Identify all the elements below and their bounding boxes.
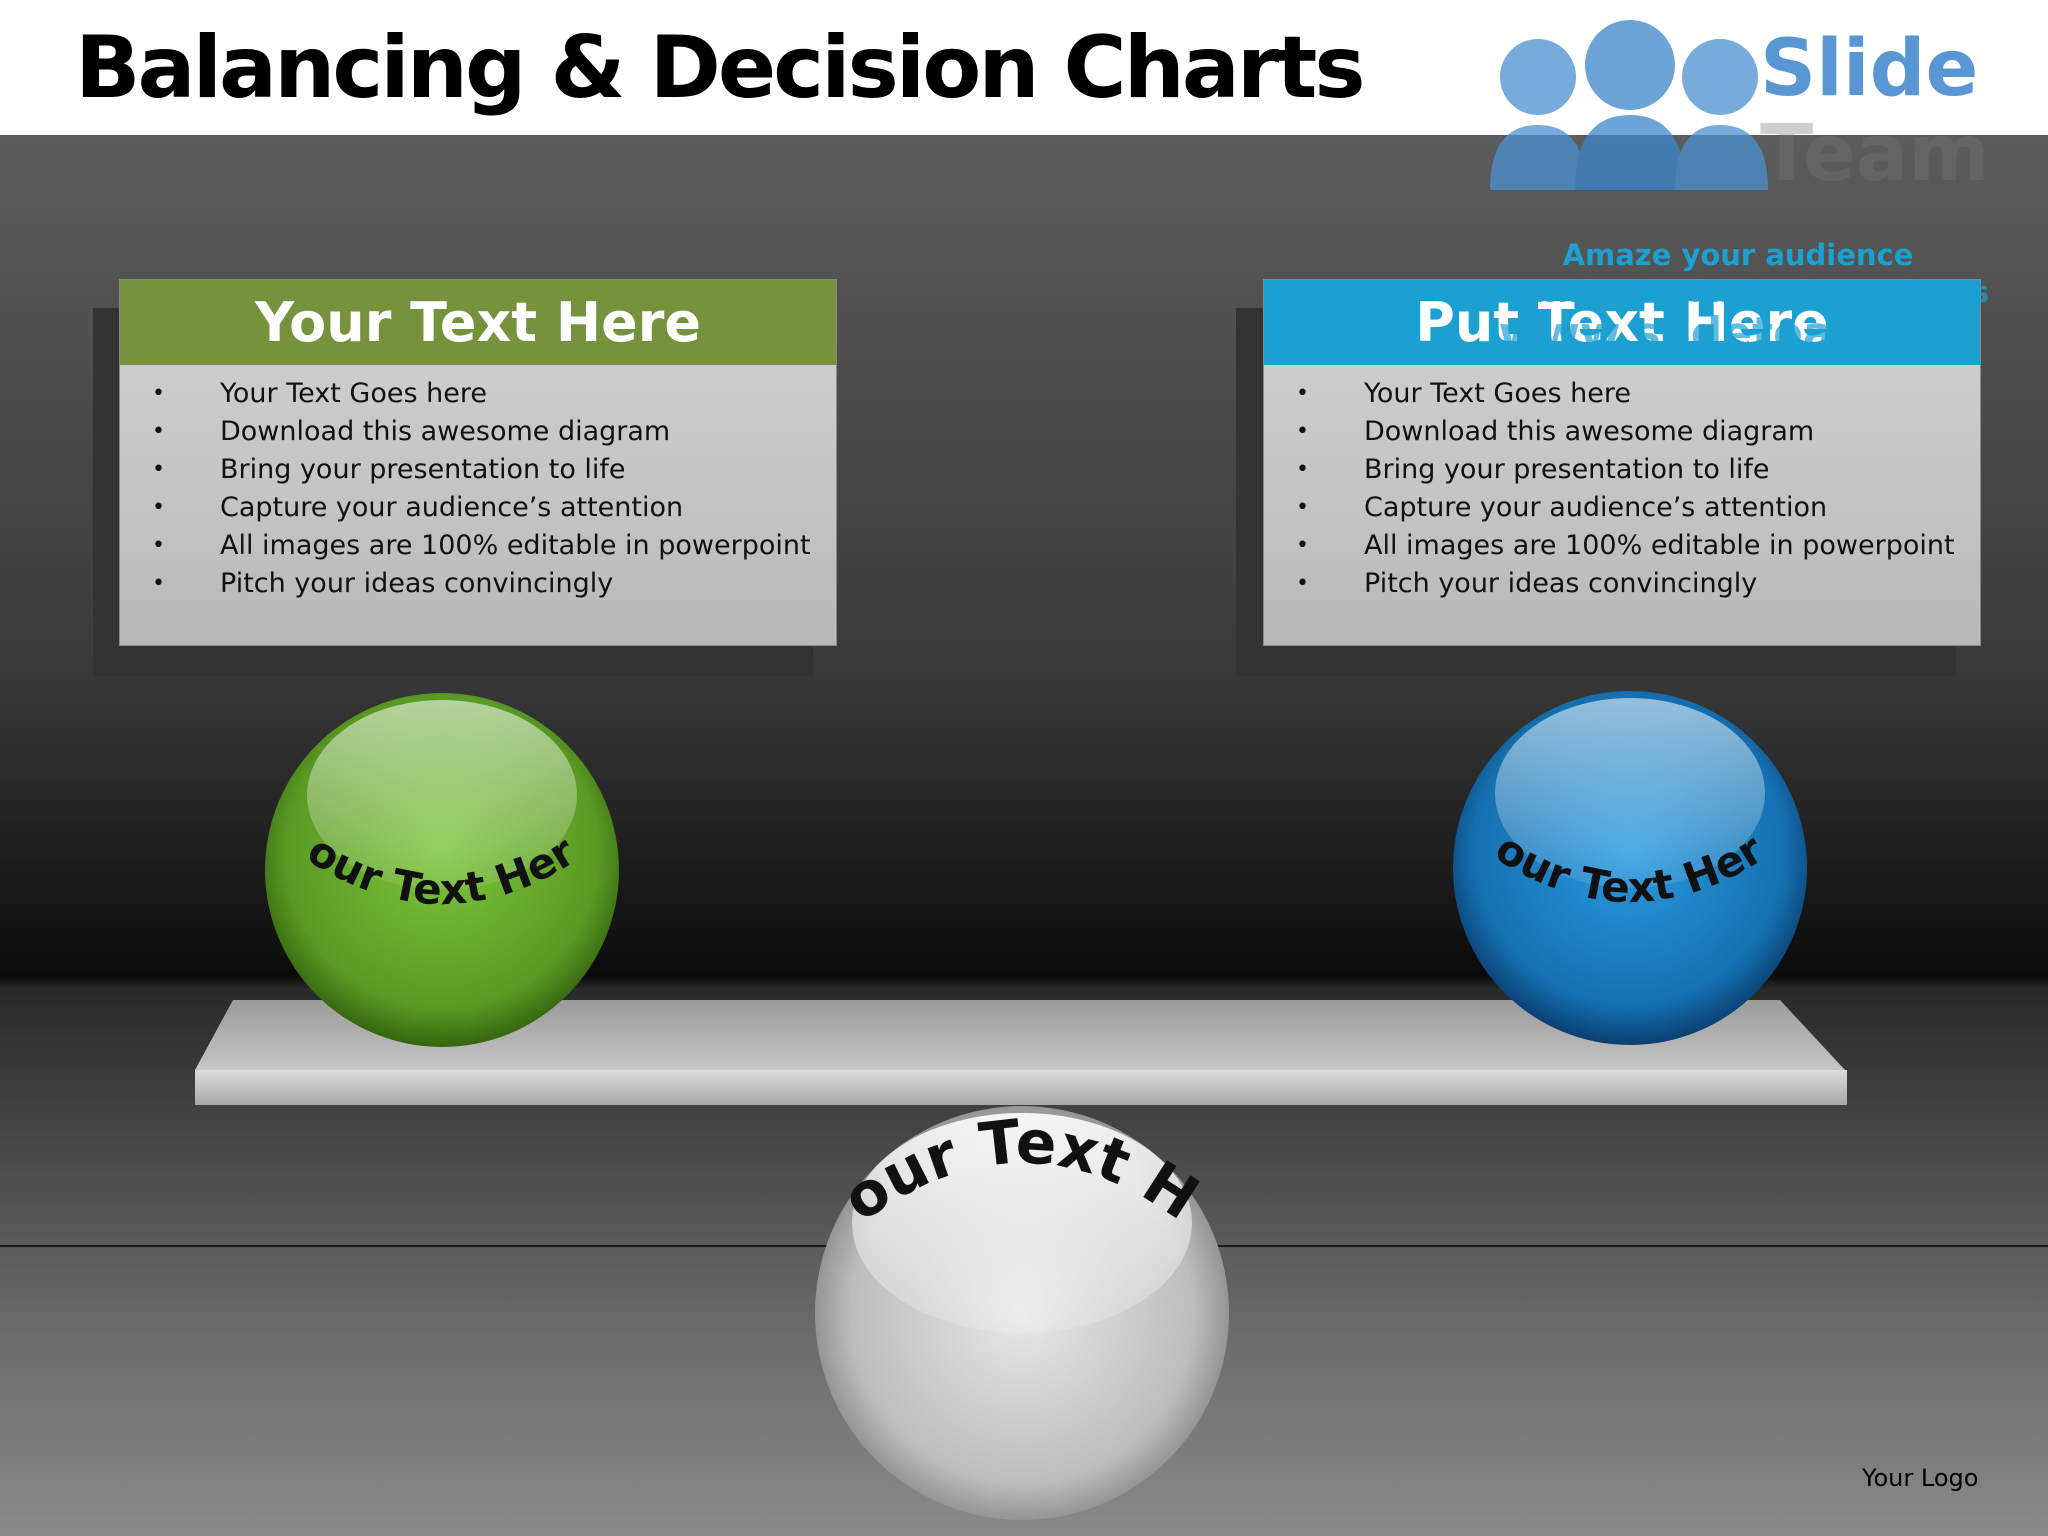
slideteam-watermark: Slide Team Amaze your audience Download … — [1487, 20, 1990, 355]
list-item: Capture your audience’s attention — [1264, 489, 1980, 527]
list-item: Bring your presentation to life — [1264, 451, 1980, 489]
right-sphere: Your Text Here — [1450, 688, 1807, 1045]
watermark-brand-top: Slide — [1760, 24, 1978, 114]
list-item: Download this awesome diagram — [120, 413, 836, 451]
left-text-card: Your Text Here Your Text Goes here Downl… — [120, 280, 836, 645]
left-card-list: Your Text Goes here Download this awesom… — [120, 365, 836, 603]
right-text-card: Put Text Here Your Text Goes here Downlo… — [1264, 280, 1980, 645]
list-item: Bring your presentation to life — [120, 451, 836, 489]
left-card-heading: Your Text Here — [120, 280, 836, 365]
watermark-brand-bottom: Team — [1760, 109, 1990, 199]
list-item: Capture your audience’s attention — [120, 489, 836, 527]
list-item: Download this awesome diagram — [1264, 413, 1980, 451]
left-sphere: Your Text Here — [262, 690, 619, 1047]
list-item: Your Text Goes here — [120, 375, 836, 413]
watermark-tagline2: Download unlimited templates — [1487, 275, 1989, 309]
list-item: Pitch your ideas convincingly — [120, 565, 836, 603]
list-item: All images are 100% editable in powerpoi… — [1264, 527, 1980, 565]
watermark-url: www.slideteam.net — [1499, 308, 1978, 355]
list-item: Your Text Goes here — [1264, 375, 1980, 413]
list-item: All images are 100% editable in powerpoi… — [120, 527, 836, 565]
watermark-tagline1: Amaze your audience — [1563, 238, 1914, 272]
fulcrum-sphere: Your Text He — [812, 1103, 1229, 1520]
logo-placeholder: Your Logo — [1862, 1464, 1979, 1492]
page-title: Balancing & Decision Charts — [75, 18, 1366, 118]
list-item: Pitch your ideas convincingly — [1264, 565, 1980, 603]
right-card-list: Your Text Goes here Download this awesom… — [1264, 365, 1980, 603]
right-card-heading: Put Text Here — [1264, 280, 1980, 365]
balance-beam — [195, 1000, 1847, 1105]
